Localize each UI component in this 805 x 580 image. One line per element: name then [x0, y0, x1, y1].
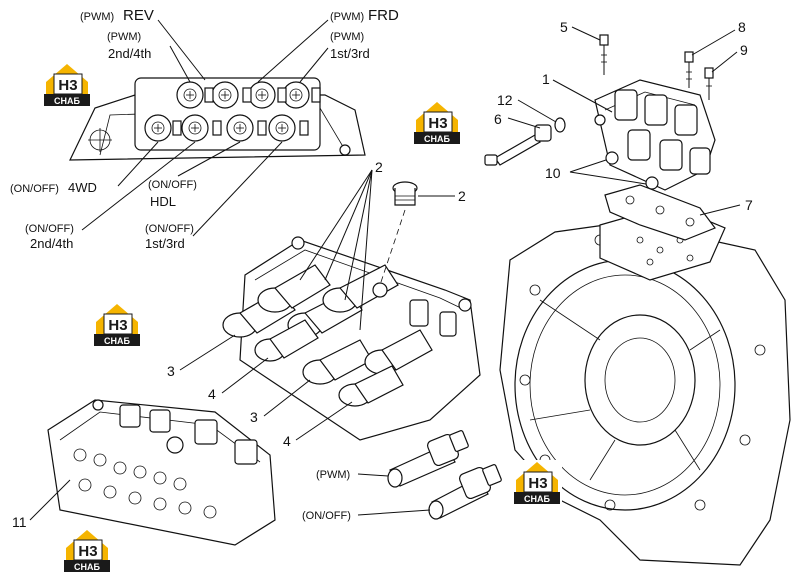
- solenoid-onoff: [357, 464, 502, 520]
- label-hdl-onoff-prefix: (ON/OFF): [148, 179, 197, 191]
- label-hdl: HDL: [150, 194, 176, 209]
- callout-4b: 4: [283, 433, 291, 449]
- sensor-part-6: [484, 117, 552, 166]
- solenoid-2nd-4th-pwm: [211, 81, 239, 109]
- label-frd: FRD: [368, 7, 399, 24]
- label-1st3rd-onoff-prefix: (ON/OFF): [145, 223, 194, 235]
- label-4wd: 4WD: [68, 180, 97, 195]
- callout-3b: 3: [250, 409, 258, 425]
- oring-part-12: [517, 99, 566, 133]
- brand-logo-3: H3 СНАБ: [92, 302, 142, 346]
- valve-body-part-11: [29, 399, 276, 546]
- logo-text-top-4: H3: [528, 475, 547, 492]
- solenoid-4wd: [144, 114, 172, 142]
- callout-12: 12: [497, 92, 513, 108]
- valve-assembly-part-1: [594, 79, 716, 191]
- label-4wd-onoff-prefix: (ON/OFF): [10, 183, 59, 195]
- solenoid-4-row: [254, 319, 433, 407]
- callout-8: 8: [738, 19, 746, 35]
- label-1st3rd-pwm: 1st/3rd: [330, 46, 370, 61]
- callout-4a: 4: [208, 386, 216, 402]
- label-2nd4th-pwm: 2nd/4th: [108, 46, 151, 61]
- logo-text-bottom-4: СНАБ: [524, 494, 550, 504]
- label-2nd4th-onoff-prefix: (ON/OFF): [25, 223, 74, 235]
- label-1st3rd-pwm-prefix: (PWM): [330, 31, 364, 43]
- valve-block-top-view: [69, 19, 366, 237]
- label-rev: REV: [123, 7, 154, 24]
- callout-10: 10: [545, 165, 561, 181]
- brand-logo-2: H3 СНАБ: [412, 100, 462, 144]
- callout-7: 7: [745, 197, 753, 213]
- callout-5: 5: [560, 19, 568, 35]
- solenoid-rev: [176, 81, 204, 109]
- label-rev-pwm-prefix: (PWM): [80, 11, 114, 23]
- solenoid-2nd-4th-onoff: [181, 114, 209, 142]
- callout-2b: 2: [458, 188, 466, 204]
- logo-text-top-1: H3: [58, 77, 77, 94]
- transmission-housing: [499, 204, 791, 566]
- callout-9: 9: [740, 42, 748, 58]
- solenoid-frd: [248, 81, 276, 109]
- brand-logo-4: H3 СНАБ: [512, 460, 562, 504]
- solenoid-3-row: [222, 264, 399, 338]
- bolt-part-9: [704, 51, 738, 100]
- plug-part-10: [569, 151, 659, 190]
- plug-part-2: [392, 181, 418, 206]
- solenoid-pwm: [357, 430, 469, 488]
- callout-2a: 2: [375, 159, 383, 175]
- brand-logo-5: H3 СНАБ: [62, 528, 112, 572]
- label-solenoid-pwm: (PWM): [316, 469, 350, 481]
- label-frd-pwm-prefix: (PWM): [330, 11, 364, 23]
- callout-1: 1: [542, 71, 550, 87]
- gasket-part-7: [604, 184, 741, 241]
- callout-3a: 3: [167, 363, 175, 379]
- logo-text-bottom-1: СНАБ: [54, 96, 80, 106]
- solenoid-1st-3rd-pwm: [282, 81, 310, 109]
- logo-text-bottom-2: СНАБ: [424, 134, 450, 144]
- logo-text-top-2: H3: [428, 115, 447, 132]
- solenoid-valve-block-exploded: [179, 169, 481, 441]
- solenoid-hdl: [226, 114, 254, 142]
- logo-text-top-5: H3: [78, 543, 97, 560]
- label-2nd4th-pwm-prefix: (PWM): [107, 31, 141, 43]
- callout-6: 6: [494, 111, 502, 127]
- label-solenoid-onoff: (ON/OFF): [302, 510, 351, 522]
- solenoid-1st-3rd-onoff: [268, 114, 296, 142]
- label-1st3rd-onoff: 1st/3rd: [145, 236, 185, 251]
- brand-logo-1: H3 СНАБ: [42, 62, 92, 106]
- logo-text-top-3: H3: [108, 317, 127, 334]
- logo-text-bottom-3: СНАБ: [104, 336, 130, 346]
- bolt-part-8: [684, 29, 736, 88]
- label-2nd4th-onoff: 2nd/4th: [30, 236, 73, 251]
- logo-text-bottom-5: СНАБ: [74, 562, 100, 572]
- bolt-part-5: [571, 26, 609, 75]
- callout-11: 11: [12, 514, 27, 530]
